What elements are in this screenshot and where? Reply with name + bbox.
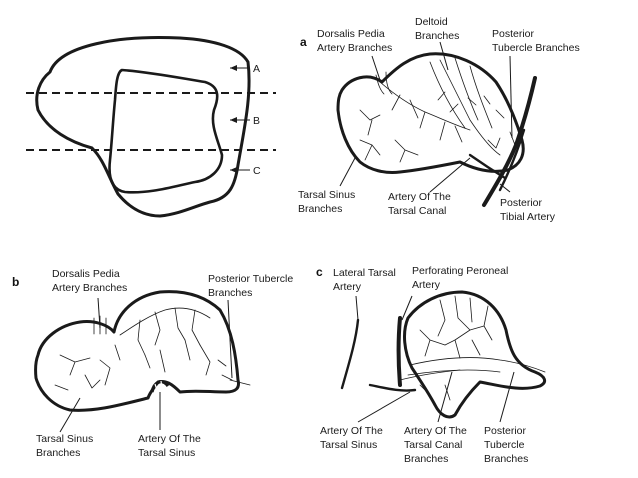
label-a-deltoid-line1: Deltoid: [415, 16, 448, 28]
panel-b-vessel-network: [54, 307, 251, 391]
leader-b-posterior-tubercle: [227, 299, 233, 379]
section-a-label: A: [253, 63, 260, 75]
label-c-lateral-tarsal-line1: Lateral Tarsal: [333, 267, 396, 279]
label-a-dorsalis-line2: Artery Branches: [317, 42, 392, 54]
tarsal-canal-artery-a: [468, 153, 507, 180]
label-b-posterior-tubercle-line2: Branches: [208, 287, 252, 299]
section-c-label: C: [253, 165, 261, 177]
label-c-posterior-tubercle-line3: Branches: [484, 453, 528, 465]
leader-c-tarsal-sinus: [357, 391, 411, 423]
leader-a-deltoid: [439, 41, 449, 71]
leader-a-tarsal-sinus: [339, 157, 356, 187]
perforating-peroneal-artery-c: [396, 316, 402, 387]
section-b-arrowhead: [230, 117, 237, 123]
label-c-tarsal-canal-line3: Branches: [404, 453, 448, 465]
label-c-tarsal-canal-line2: Tarsal Canal: [404, 439, 462, 451]
panel-b-letter: b: [12, 275, 19, 289]
label-b-dorsalis-line2: Artery Branches: [52, 282, 127, 294]
panel-c-talus-outline: [403, 290, 547, 419]
label-a-deltoid-line2: Branches: [415, 30, 459, 42]
lateral-tarsal-artery-c: [340, 318, 360, 390]
label-a-posterior-tibial-line2: Tibial Artery: [500, 211, 556, 223]
panel-a-letter: a: [300, 35, 307, 49]
talus-inner-outline: [108, 68, 224, 194]
leader-c-tarsal-canal: [437, 371, 453, 423]
panel-c-vessel-network: [407, 295, 546, 401]
label-c-tarsal-sinus-line2: Tarsal Sinus: [320, 439, 377, 451]
label-a-tarsal-sinus-line2: Branches: [298, 203, 342, 215]
leader-a-posterior-tubercle: [509, 55, 513, 139]
label-c-perforating-line2: Artery: [412, 279, 441, 291]
section-b-label: B: [253, 115, 260, 127]
tarsal-sinus-artery-c: [368, 383, 417, 392]
label-a-tarsal-sinus-line1: Tarsal Sinus: [298, 189, 355, 201]
posterior-tibial-artery-a: [482, 76, 537, 207]
dorsalis-branch-marks-b: [93, 315, 107, 335]
label-a-tarsal-canal-line1: Artery Of The: [388, 191, 451, 203]
panel-c: c Lateral Tarsal Artery Perforating Pero…: [316, 265, 547, 465]
label-c-tarsal-canal-line1: Artery Of The: [404, 425, 467, 437]
label-c-posterior-tubercle-line1: Posterior: [484, 425, 527, 437]
tarsal-sinus-artery-arc: [150, 380, 170, 393]
label-c-tarsal-sinus-line1: Artery Of The: [320, 425, 383, 437]
label-b-tarsal-sinus-line1: Tarsal Sinus: [36, 433, 93, 445]
panel-b-talus-outline: [34, 290, 240, 412]
label-a-dorsalis-line1: Dorsalis Pedia: [317, 28, 385, 40]
leader-a-posterior-tibial: [499, 183, 511, 193]
label-b-tarsal-sinus-artery-line1: Artery Of The: [138, 433, 201, 445]
panel-b: b Dorsalis Pedia Artery Branches Posteri…: [12, 268, 293, 459]
leader-b-tarsal-sinus: [59, 397, 81, 433]
leader-a-dorsalis: [371, 55, 381, 81]
panel-a-talus-outline: [336, 52, 525, 174]
label-a-tarsal-canal-line2: Tarsal Canal: [388, 205, 446, 217]
section-c-arrowhead: [230, 167, 237, 173]
label-c-lateral-tarsal-line2: Artery: [333, 281, 362, 293]
talus-outer-outline: [35, 36, 251, 218]
panel-a: a Dorsalis Pedia Artery Branches Deltoid: [298, 16, 580, 223]
posterior-tibial-branch-a: [498, 128, 526, 192]
leader-c-posterior-tubercle: [499, 371, 515, 423]
label-a-posterior-tubercle-line1: Posterior: [492, 28, 535, 40]
label-c-posterior-tubercle-line2: Tubercle: [484, 439, 525, 451]
leader-a-tarsal-canal: [429, 157, 471, 193]
panel-a-vessel-network: [359, 57, 516, 163]
label-c-perforating-line1: Perforating Peroneal: [412, 265, 508, 277]
label-b-dorsalis-line1: Dorsalis Pedia: [52, 268, 120, 280]
section-a-arrowhead: [230, 65, 237, 71]
label-b-tarsal-sinus-line2: Branches: [36, 447, 80, 459]
leader-c-lateral-tarsal: [355, 295, 359, 321]
label-b-posterior-tubercle-line1: Posterior Tubercle: [208, 273, 293, 285]
panel-c-letter: c: [316, 265, 323, 279]
label-a-posterior-tibial-line1: Posterior: [500, 197, 543, 209]
tarsal-canal-artery-c: [399, 369, 461, 381]
leader-c-perforating-peroneal: [401, 295, 413, 321]
section-diagram: A B C: [26, 36, 276, 218]
label-b-tarsal-sinus-artery-line2: Tarsal Sinus: [138, 447, 195, 459]
label-a-posterior-tubercle-line2: Tubercle Branches: [492, 42, 580, 54]
